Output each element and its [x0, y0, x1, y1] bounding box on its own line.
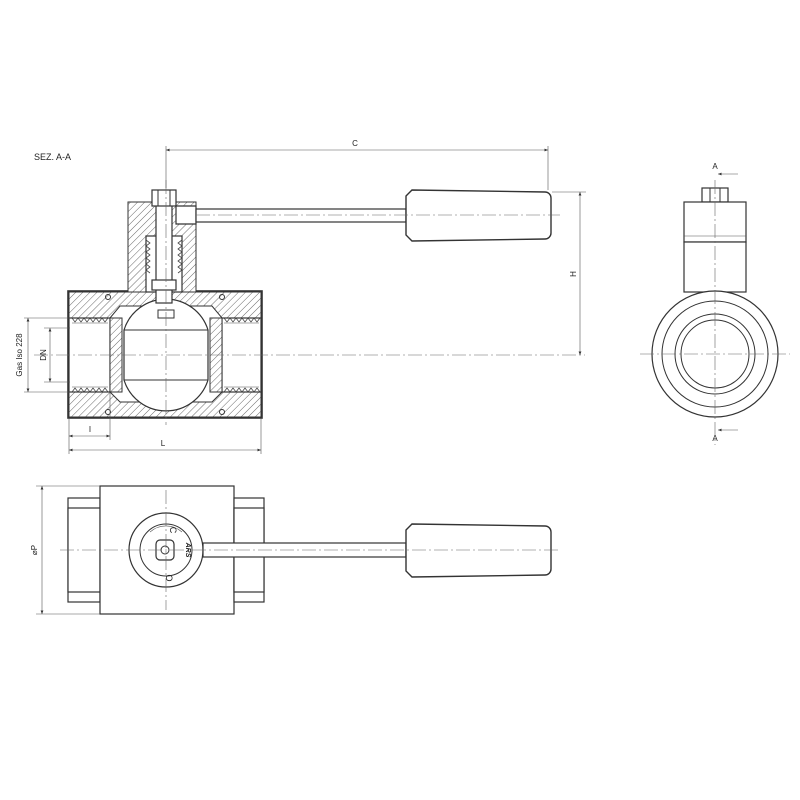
dimension-gas-thread-label: Gas Iso 228	[15, 333, 24, 377]
marking-open: O	[164, 574, 174, 581]
dimension-i-label: I	[89, 425, 91, 434]
right-port-thread	[223, 317, 261, 393]
dimension-dn-label: DN	[39, 349, 48, 361]
section-marker-bottom: A	[712, 434, 718, 443]
dimension-h-label: H	[569, 271, 578, 277]
o-ring	[105, 409, 111, 415]
handle-bar	[195, 208, 407, 223]
dimension-p: ⌀P	[30, 485, 100, 615]
dimension-gas-thread: Gas Iso 228	[15, 317, 70, 393]
handle-grip	[405, 189, 552, 242]
marking-closed: C	[168, 527, 178, 534]
section-view	[34, 180, 585, 425]
section-marker-top: A	[712, 162, 718, 171]
top-handle-grip	[405, 523, 552, 578]
dimension-c-label: C	[352, 139, 358, 148]
dimension-p-label: ⌀P	[30, 545, 39, 555]
handle-lever	[175, 205, 197, 225]
o-ring	[219, 409, 225, 415]
o-ring	[219, 294, 225, 300]
top-nut	[151, 189, 177, 207]
dimension-h: H	[552, 191, 586, 355]
dimension-i: I	[68, 392, 111, 454]
o-ring	[105, 294, 111, 300]
dimension-c: C	[165, 139, 549, 190]
brand-logo: ARS	[184, 542, 191, 558]
side-view: A A	[640, 162, 790, 445]
gland-nut	[151, 279, 177, 291]
section-title: SEZ. A-A	[34, 152, 71, 162]
left-seat	[109, 317, 123, 393]
dimension-l-label: L	[161, 439, 166, 448]
stem-thread	[145, 239, 183, 274]
dimension-dn: DN	[39, 327, 70, 383]
left-port-thread	[71, 317, 109, 393]
dimension-l: L	[69, 418, 262, 454]
top-view: C O ARS	[60, 485, 560, 615]
